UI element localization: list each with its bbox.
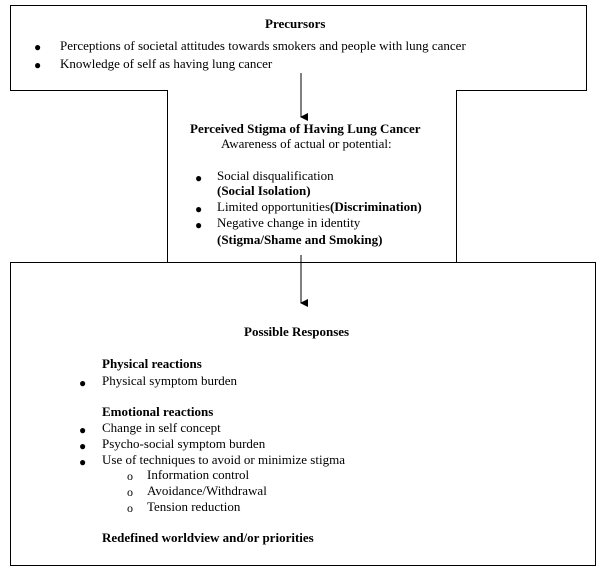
precursors-title: Precursors xyxy=(265,16,326,31)
bullet-icon: ● xyxy=(79,376,87,390)
emotional-subitem-2: Avoidance/Withdrawal xyxy=(147,483,267,498)
stigma-title: Perceived Stigma of Having Lung Cancer xyxy=(190,121,421,136)
physical-reactions-heading: Physical reactions xyxy=(102,356,202,371)
bullet-icon: ● xyxy=(34,58,42,72)
stigma-item-2-emphasis: (Discrimination) xyxy=(330,199,422,214)
bullet-icon: ● xyxy=(195,202,203,216)
precursors-box xyxy=(10,5,587,91)
sub-bullet-icon: o xyxy=(127,469,133,483)
emotional-subitem-3: Tension reduction xyxy=(147,499,241,514)
bullet-icon: ● xyxy=(34,40,42,54)
stigma-item-2: Limited opportunities(Discrimination) xyxy=(217,199,422,215)
redefined-worldview-heading: Redefined worldview and/or priorities xyxy=(102,530,314,545)
emotional-item-2: Psycho-social symptom burden xyxy=(102,436,266,451)
bullet-icon: ● xyxy=(79,423,87,437)
stigma-item-1-emphasis: (Social Isolation) xyxy=(217,183,311,198)
precursors-item-2: Knowledge of self as having lung cancer xyxy=(60,56,273,71)
emotional-item-1: Change in self concept xyxy=(102,420,221,435)
stigma-item-3: Negative change in identity xyxy=(217,215,361,230)
stigma-item-2-text: Limited opportunities xyxy=(217,199,331,214)
physical-item-1: Physical symptom burden xyxy=(102,373,238,388)
responses-title: Possible Responses xyxy=(244,324,350,339)
stigma-subtitle: Awareness of actual or potential: xyxy=(221,136,392,151)
stigma-item-3-emphasis: (Stigma/Shame and Smoking) xyxy=(217,232,383,247)
emotional-subitem-1: Information control xyxy=(147,467,250,482)
possible-responses-box xyxy=(10,262,596,566)
emotional-item-3: Use of techniques to avoid or minimize s… xyxy=(102,452,345,467)
perceived-stigma-box xyxy=(167,90,457,263)
emotional-reactions-heading: Emotional reactions xyxy=(102,404,214,419)
bullet-icon: ● xyxy=(195,218,203,232)
precursors-item-1: Perceptions of societal attitudes toward… xyxy=(60,38,466,53)
sub-bullet-icon: o xyxy=(127,501,133,515)
bullet-icon: ● xyxy=(195,171,203,185)
sub-bullet-icon: o xyxy=(127,485,133,499)
bullet-icon: ● xyxy=(79,439,87,453)
stigma-item-1: Social disqualification xyxy=(217,168,334,183)
bullet-icon: ● xyxy=(79,455,87,469)
